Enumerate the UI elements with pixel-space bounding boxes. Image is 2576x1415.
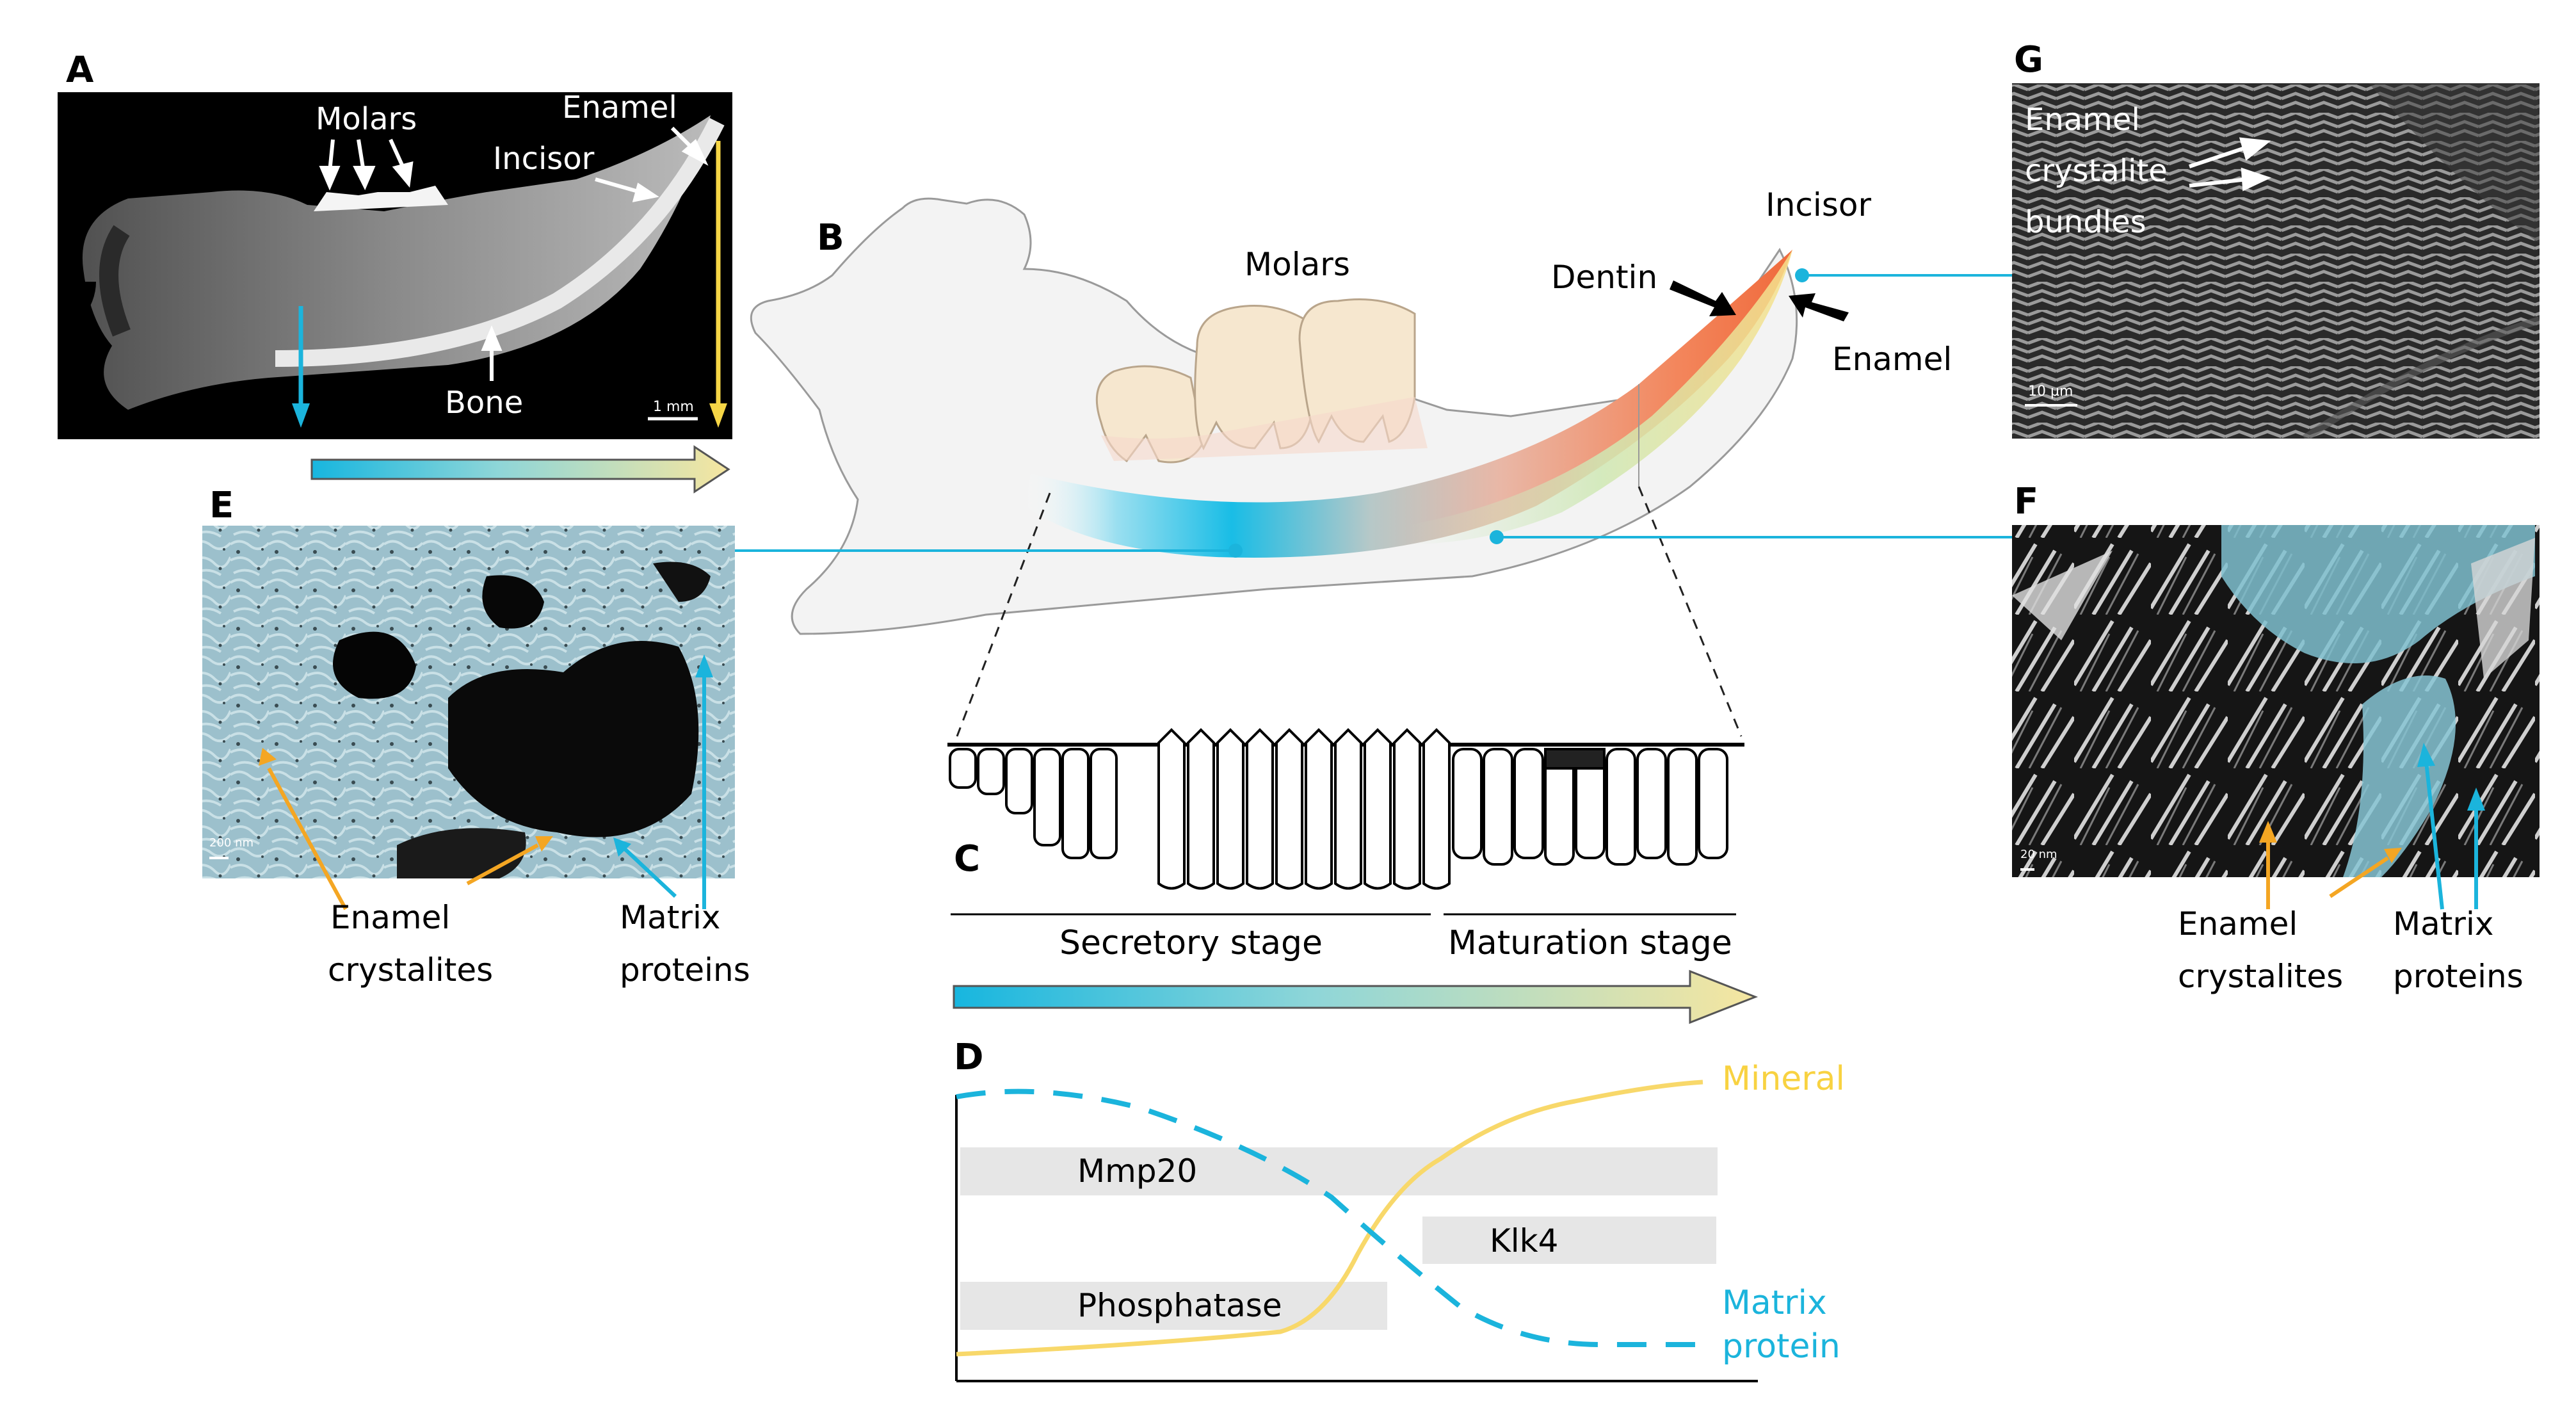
panel-g-scalebar-label: 10 µm: [2028, 384, 2073, 400]
panel-a-bone-label: Bone: [445, 385, 523, 421]
panel-a-molars-label: Molars: [316, 101, 417, 137]
panel-g-arrows: [2189, 137, 2272, 191]
panel-d-letter: D: [954, 1037, 983, 1078]
matrix-protein-label-line1: Matrix: [1722, 1284, 1827, 1322]
connector-f-dot: [1490, 530, 1504, 544]
panel-b-dentin-label: Dentin: [1551, 259, 1657, 296]
panel-f-enamel-label-line1: Enamel: [2178, 905, 2298, 942]
panel-e-matrix-label-line1: Matrix: [620, 899, 720, 936]
panel-g-letter: G: [2014, 39, 2043, 81]
panel-c-gradient-arrow: [953, 969, 1759, 1024]
secretory-stage-label: Secretory stage: [1059, 924, 1323, 962]
connector-e-dot: [1228, 544, 1243, 558]
panel-f-scalebar-label: 20 nm: [2020, 848, 2057, 861]
panel-g-label-line3: bundles: [2025, 204, 2146, 240]
mandible-xray: [58, 115, 725, 410]
panel-b-arrows: [1670, 280, 1849, 321]
panel-a-arrows: [319, 126, 709, 381]
matrix-protein-curve: [956, 1088, 1703, 1347]
panel-f-letter: F: [2014, 481, 2038, 522]
mineral-curve: [956, 1079, 1703, 1357]
molars-drawing: [1095, 298, 1428, 464]
panel-a-incisor-label: Incisor: [493, 141, 595, 177]
panel-e-sem-image: [202, 526, 735, 878]
panel-e-matrix-label-line2: proteins: [620, 951, 750, 989]
panel-c: C: [947, 728, 1759, 1024]
bar-klk4-label: Klk4: [1490, 1222, 1558, 1259]
enamel-band: [1408, 250, 1792, 544]
bar-mmp20-label: Mmp20: [1077, 1152, 1197, 1190]
panel-e: E 200 nm Enamel crystalites Matrix prote…: [202, 485, 750, 989]
panel-c-letter: C: [954, 838, 980, 880]
panel-g-label-line1: Enamel: [2025, 102, 2140, 138]
connectors: [711, 268, 2012, 558]
panel-e-enamel-label-line1: Enamel: [330, 899, 450, 936]
panel-f-matrix-label-line2: proteins: [2393, 958, 2524, 995]
panel-f-sem-image: [2012, 525, 2540, 877]
bar-klk4: [1422, 1217, 1716, 1264]
panel-f: F 20 nm Enamel crystalites Matrix protei…: [2012, 481, 2540, 995]
panel-a-yellow-arrowhead: [709, 403, 727, 428]
panel-g-label-line2: crystalite: [2025, 153, 2168, 189]
panel-a-enamel-label: Enamel: [562, 90, 677, 125]
matrix-protein-label-line2: protein: [1722, 1327, 1840, 1366]
panel-f-enamel-label-line2: crystalites: [2178, 958, 2343, 995]
maturation-stage-label: Maturation stage: [1448, 924, 1732, 962]
bar-mmp20: [960, 1147, 1718, 1195]
panel-a-letter: A: [66, 49, 94, 91]
panel-g: G Enamel crystalite bundles 10 µm: [2012, 39, 2540, 439]
panel-b-incisor-label: Incisor: [1766, 186, 1871, 223]
ameloblast-cells: [947, 728, 1744, 890]
panel-f-arrows: [2259, 743, 2485, 910]
panel-e-scalebar-label: 200 nm: [209, 836, 254, 850]
panel-b: B Molars Incisor Dentin Enamel: [750, 186, 1952, 737]
panel-a: A Molars Enamel Incisor Bone 1 mm: [58, 49, 732, 494]
connector-g-dot: [1795, 268, 1809, 282]
panel-g-sem-image: [2012, 83, 2540, 439]
panel-a-gradient-arrow: [310, 445, 730, 494]
panel-a-scalebar-label: 1 mm: [653, 399, 694, 415]
panel-e-enamel-label-line2: crystalites: [328, 951, 493, 989]
dash-left: [956, 492, 1051, 737]
dash-right: [1638, 486, 1743, 737]
mineral-label: Mineral: [1722, 1060, 1845, 1098]
panel-b-enamel-label: Enamel: [1832, 341, 1952, 378]
panel-b-molars-label: Molars: [1244, 246, 1350, 283]
panel-e-arrows: [259, 654, 713, 910]
panel-d: D Mmp20 Klk4 Phosphatase Mineral Matrix …: [954, 1037, 1845, 1382]
panel-f-matrix-label-line1: Matrix: [2393, 905, 2493, 942]
panel-b-letter: B: [817, 217, 844, 259]
bar-phosphatase: [960, 1282, 1387, 1330]
panel-e-letter: E: [209, 485, 234, 526]
bar-phosphatase-label: Phosphatase: [1077, 1287, 1282, 1324]
panel-a-blue-arrowhead: [292, 403, 310, 428]
